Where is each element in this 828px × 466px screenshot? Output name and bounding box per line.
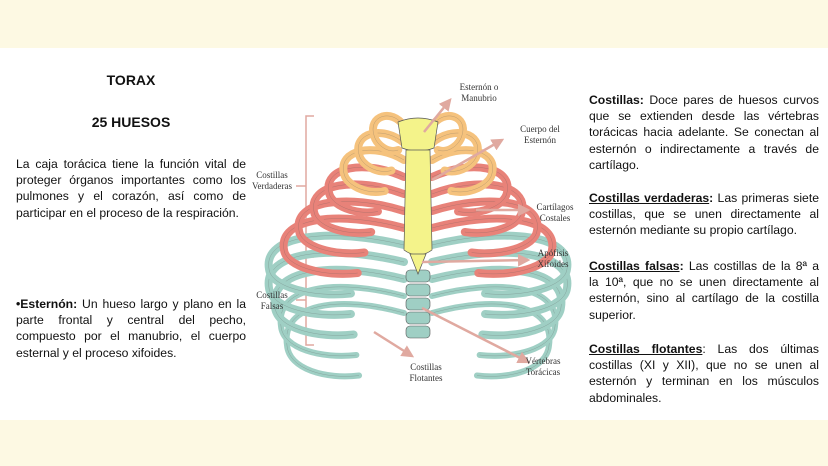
rib-2-left [354,129,408,176]
definition-falsas: Costillas falsas: Las costillas de la 8ª… [589,258,819,323]
definition-text: Las costillas de la 8ª a la 10ª, que no … [589,259,819,322]
rib-outline [283,218,405,275]
label-vertebras-2: Torácicas [526,367,561,377]
definition-text: Las primeras siete costillas, que se une… [589,191,819,238]
definition-term: Costillas verdaderas [589,191,710,205]
label-cartilagos-1: Cartílagos [537,202,574,212]
top-banner [0,0,828,48]
rib-cage-diagram: Esternón o Manubrio Cuerpo del Esternón … [252,82,574,383]
rib-outline [431,115,464,152]
intro-paragraph: La caja torácica tiene la función vital … [16,157,246,220]
definition-verdaderas: Costillas verdaderas: Las primeras siete… [589,190,819,239]
rib-1-right [428,112,467,155]
definition-sep: : [679,259,684,273]
rib-5-left [309,180,408,237]
definition-term: Costillas falsas [589,259,680,273]
bottom-banner [0,420,828,466]
rib-3-left [339,146,408,196]
rib-6-right [428,197,542,258]
rib-outline [298,201,405,254]
label-verdaderas-2: Verdaderas [252,181,292,191]
label-cuerpo-2: Esternón [524,135,556,145]
rib-outline [431,184,523,234]
label-verdaderas-1: Costillas [256,170,288,180]
rib-outline [313,184,405,234]
label-arrows [296,98,531,364]
label-flotantes-1: Costillas [410,362,442,372]
rib-7-right [428,214,557,278]
rib-outline [358,132,405,172]
rib-8-left [264,231,408,299]
label-falsas-1: Costillas [256,290,288,300]
esternon-paragraph: •Esternón: Un hueso largo y plano en la … [16,296,246,361]
rib-outline [268,235,405,295]
thoracic-spine [405,269,431,339]
rib-outline [431,201,538,254]
definition-term: Costillas flotantes [589,342,703,356]
rib-outline [431,303,550,377]
definition-term: Costillas: [589,93,644,107]
label-cartilagos-2: Costales [540,213,571,223]
label-falsas-2: Falsas [261,301,284,311]
label-vertebras-1: Vértebras [526,356,561,366]
rib-3-right [428,146,497,196]
label-apofisis-1: Apófisis [538,248,569,258]
definition-sep: : [709,191,714,205]
rib-outline [431,218,553,275]
definition-sep: : [702,342,706,356]
left-column: TORAX 25 HUESOS La caja torácica tiene l… [16,60,246,360]
definition-text: Doce pares de huesos curvos que se extie… [589,93,819,172]
esternon-term: Esternón: [20,297,78,311]
page-subtitle: 25 HUESOS [91,114,171,130]
esternon-text: Un hueso largo y plano en la parte front… [16,297,246,360]
label-flotantes-2: Flotantes [410,373,443,383]
xiphoid-process [409,253,427,275]
page-title: TORAX [106,72,156,88]
rib-6-left [294,197,408,258]
rib-1-left [369,112,408,155]
sternum-body [403,149,433,256]
rib-outline [431,235,568,295]
label-manubrio-2: Manubrio [461,93,497,103]
label-apofisis-2: Xifoides [538,259,569,269]
label-manubrio-1: Esternón o [460,82,499,92]
rib-outline [286,303,405,377]
rib-outline [431,149,493,193]
definition-flotantes: Costillas flotantes: Las dos últimas cos… [589,341,819,406]
rib-8-right [428,231,572,299]
esternon-bullet: • [16,297,21,311]
ribs-group [264,112,572,380]
definition-costillas: Costillas: Doce pares de huesos curvos q… [589,92,819,173]
rib-outline [343,149,405,193]
label-cuerpo-1: Cuerpo del [520,124,560,134]
rib-outline [372,115,405,152]
rib-7-left [279,214,408,278]
definition-text: Las dos últimas costillas (XI y XII), qu… [589,342,820,405]
